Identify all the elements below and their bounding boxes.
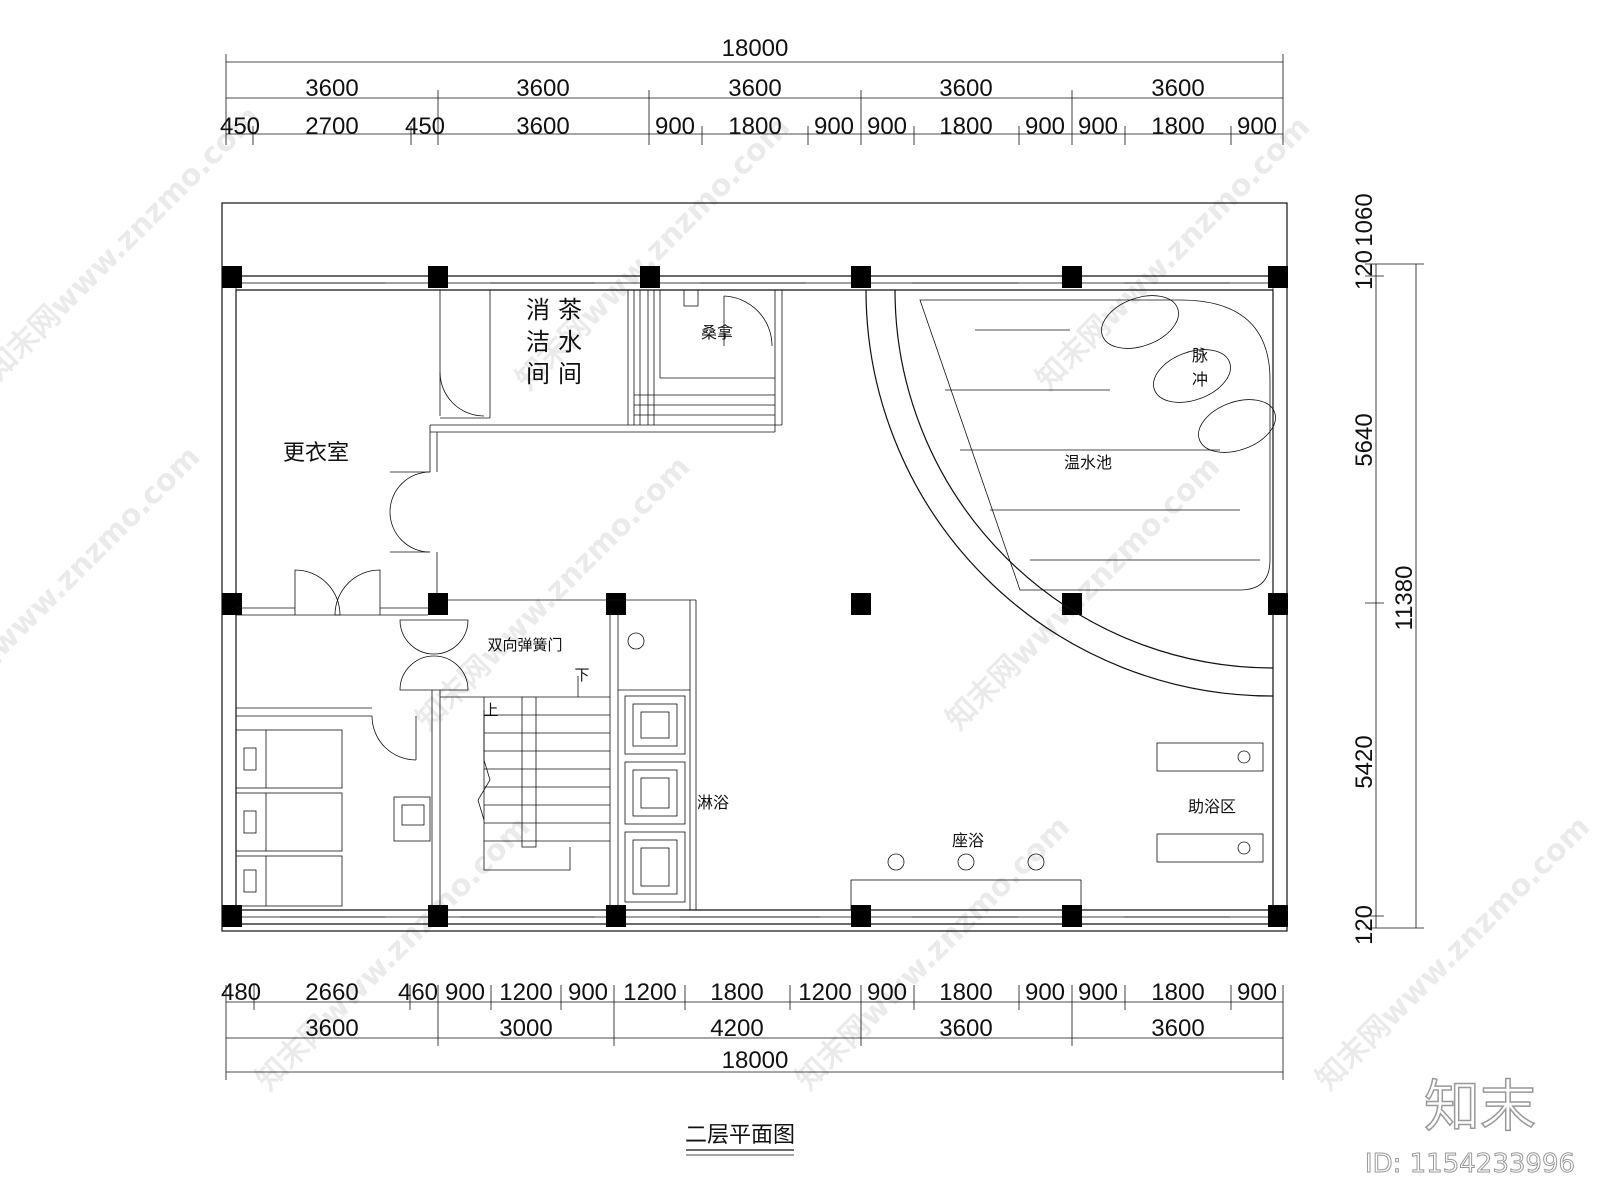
dim-right-120-top: 120 [1351, 250, 1378, 290]
dim-top-r1-2: 3600 [516, 75, 569, 102]
label-cleaning-3: 间 [526, 360, 550, 388]
dim-bot-r1-14: 1800 [1151, 979, 1204, 1006]
dim-top-r2-3: 450 [405, 113, 445, 140]
dim-bot-r1-11: 1800 [939, 979, 992, 1006]
drawing-title: 二层平面图 [685, 1123, 795, 1148]
label-stair-down: 下 [574, 666, 589, 684]
dim-top-r2-11: 900 [1078, 113, 1118, 140]
dim-bot-r1-9: 1200 [798, 979, 851, 1006]
drawing-title-group: 二层平面图 [685, 1123, 795, 1156]
dim-top-r2-9: 1800 [939, 113, 992, 140]
dim-bot-r1-15: 900 [1237, 979, 1277, 1006]
dim-bot-r1-1: 480 [221, 979, 261, 1006]
bottom-dimensions: 480 2660 460 900 1200 900 1200 1800 1200… [221, 979, 1284, 1080]
dim-bot-r1-13: 900 [1078, 979, 1118, 1006]
label-tea-2: 水 [558, 328, 582, 356]
label-pulse-2: 冲 [1192, 370, 1208, 389]
label-swing-door: 双向弹簧门 [487, 636, 562, 654]
pool-area [851, 289, 1276, 697]
dim-right-11380: 11380 [1391, 566, 1418, 631]
label-tea-1: 茶 [558, 296, 582, 324]
dim-right-120-bottom: 120 [1351, 905, 1378, 945]
image-id: ID: 1154233996 [1365, 1149, 1575, 1179]
dim-bot-r2-1: 3600 [305, 1015, 358, 1042]
dim-top-r2-12: 1800 [1151, 113, 1204, 140]
right-dimensions: 1060 120 5640 11380 5420 120 [1351, 193, 1424, 945]
label-bath-assist: 助浴区 [1188, 797, 1236, 816]
dim-right-1060: 1060 [1351, 193, 1378, 246]
dim-bot-r1-7: 1200 [623, 979, 676, 1006]
label-tea-3: 间 [558, 360, 582, 388]
watermark-1: 知末网www.znzmo.com [0, 99, 267, 387]
watermark-2: 知末网www.znzmo.com [509, 109, 797, 397]
dim-bot-r1-2: 2660 [305, 979, 358, 1006]
dim-top-r2-1: 450 [220, 113, 260, 140]
label-cleaning-1: 消 [526, 296, 550, 324]
dim-right-5640: 5640 [1351, 413, 1378, 466]
watermark-7: 知末网www.znzmo.com [249, 809, 537, 1097]
label-warm-pool: 温水池 [1064, 453, 1112, 472]
dim-top-total: 18000 [722, 35, 789, 62]
dim-bot-r2-2: 3000 [499, 1015, 552, 1042]
dim-top-r1-5: 3600 [1151, 75, 1204, 102]
shower-stalls [393, 632, 686, 903]
dim-top-r2-13: 900 [1237, 113, 1277, 140]
dim-top-r2-2: 2700 [305, 113, 358, 140]
watermark-5: 知末网www.znzmo.com [409, 449, 697, 737]
dim-bot-r1-4: 900 [445, 979, 485, 1006]
dim-bot-r2-3: 4200 [710, 1015, 763, 1042]
watermark-6: 知末网www.znzmo.com [939, 449, 1227, 737]
label-sauna: 桑拿 [701, 323, 733, 342]
dim-top-r1-4: 3600 [939, 75, 992, 102]
interior-walls [236, 289, 783, 910]
dim-top-r2-10: 900 [1025, 113, 1065, 140]
dim-bot-r1-6: 900 [568, 979, 608, 1006]
dim-bot-r1-10: 900 [867, 979, 907, 1006]
top-dimensions: 18000 3600 3600 3600 3600 3600 450 2700 … [220, 35, 1284, 145]
watermark-3: 知末网www.znzmo.com [1029, 109, 1317, 397]
label-cleaning-2: 洁 [526, 328, 550, 356]
dim-bot-r1-5: 1200 [499, 979, 552, 1006]
label-stair-up: 上 [483, 701, 498, 719]
building-walls [221, 202, 1288, 932]
dim-top-r2-4: 3600 [516, 113, 569, 140]
label-changing-room: 更衣室 [283, 441, 349, 466]
watermark-8: 知末网www.znzmo.com [789, 809, 1077, 1097]
dim-bot-total: 18000 [722, 1047, 789, 1074]
doors [294, 295, 773, 761]
dim-top-r2-5: 900 [655, 113, 695, 140]
label-sitting-bath: 座浴 [952, 831, 984, 850]
room-labels: 消 洁 间 茶 水 间 桑拿 更衣室 双向弹簧门 下 上 淋浴 脉 冲 温水池 … [283, 296, 1236, 850]
massage-beds [235, 729, 343, 907]
dim-bot-r1-8: 1800 [710, 979, 763, 1006]
watermark-9: 知末网www.znzmo.com [1309, 809, 1597, 1097]
dim-top-r1-3: 3600 [728, 75, 781, 102]
dim-right-5420: 5420 [1351, 735, 1378, 788]
label-pulse-1: 脉 [1192, 346, 1208, 365]
bath-fixtures [850, 742, 1264, 911]
watermark-4: 知末网www.znzmo.com [0, 439, 207, 727]
label-shower: 淋浴 [697, 793, 729, 812]
brand-logo-group: 知末 ID: 1154233996 [1364, 1074, 1575, 1179]
brand-logo: 知末 [1424, 1075, 1536, 1140]
columns [222, 266, 1288, 927]
dim-top-r2-6: 1800 [728, 113, 781, 140]
dim-bot-r2-5: 3600 [1151, 1015, 1204, 1042]
dim-top-r1-1: 3600 [305, 75, 358, 102]
dim-bot-r1-12: 900 [1025, 979, 1065, 1006]
dim-bot-r2-4: 3600 [939, 1015, 992, 1042]
dim-bot-r1-3: 460 [398, 979, 438, 1006]
dim-top-r2-8: 900 [867, 113, 907, 140]
dim-top-r2-7: 900 [814, 113, 854, 140]
staircase [440, 676, 610, 871]
